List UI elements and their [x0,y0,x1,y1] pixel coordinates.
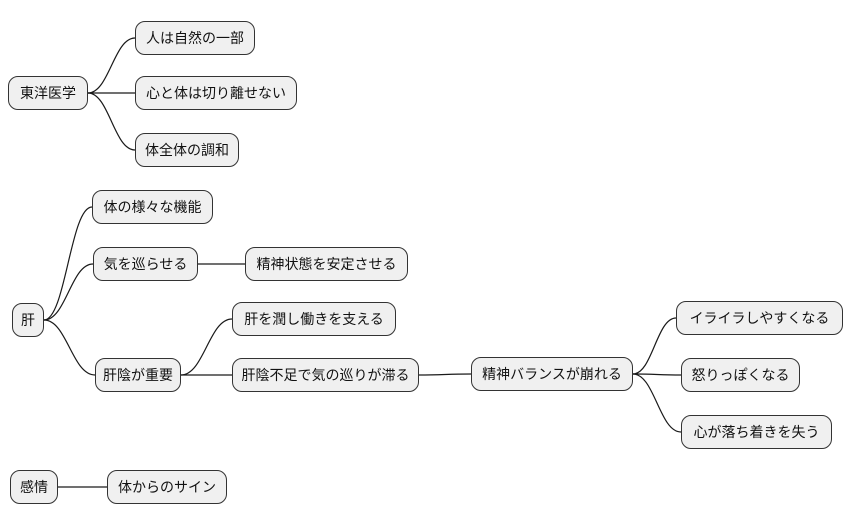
edge-toyo-to-hito [87,37,136,94]
node-iraira-shiyasuku-naru[interactable]: イライラしやすくなる [676,301,843,335]
node-kanin-fusoku[interactable]: 肝陰不足で気の巡りが滞る [232,358,419,392]
edge-kan-to-kanin_juyo [43,319,96,376]
edge-kanin_fusoku-to-seishin_balance [418,373,472,376]
edge-kan-to-kinou [43,206,93,321]
node-hito-wa-shizen-no-ichibu[interactable]: 人は自然の一部 [135,21,255,55]
edge-toyo-to-chowa [87,92,136,151]
node-kokoro-ochitsuki-ushinau[interactable]: 心が落ち着きを失う [681,415,832,449]
node-karada-zentai-no-chowa[interactable]: 体全体の調和 [135,133,239,167]
edge-seishin_balance-to-iraira [632,317,677,375]
node-kan[interactable]: 肝 [12,303,44,337]
edge-seishin_balance-to-okorippoku [632,373,682,376]
node-karada-kara-no-sign[interactable]: 体からのサイン [107,470,227,504]
node-okorippoku-naru[interactable]: 怒りっぽくなる [681,358,800,392]
edge-kanin_juyo-to-kan_uruoshi [180,318,233,376]
node-kan-wo-uruoshi[interactable]: 肝を潤し働きを支える [232,302,396,336]
node-ki-wo-meguraseru[interactable]: 気を巡らせる [93,247,198,281]
node-kanjo[interactable]: 感情 [10,470,58,504]
edge-seishin_balance-to-ochitsuki [632,373,682,433]
node-seishin-balance-kuzureru[interactable]: 精神バランスが崩れる [471,357,633,391]
edge-kan-to-ki_megurase [43,263,94,321]
node-kokoro-to-karada[interactable]: 心と体は切り離せない [135,76,297,110]
node-kanin-ga-juyo[interactable]: 肝陰が重要 [95,358,181,392]
node-toyo-igaku[interactable]: 東洋医学 [8,76,88,110]
node-karada-no-kinou[interactable]: 体の様々な機能 [92,190,213,224]
node-seishin-jotai-antei[interactable]: 精神状態を安定させる [245,247,408,281]
